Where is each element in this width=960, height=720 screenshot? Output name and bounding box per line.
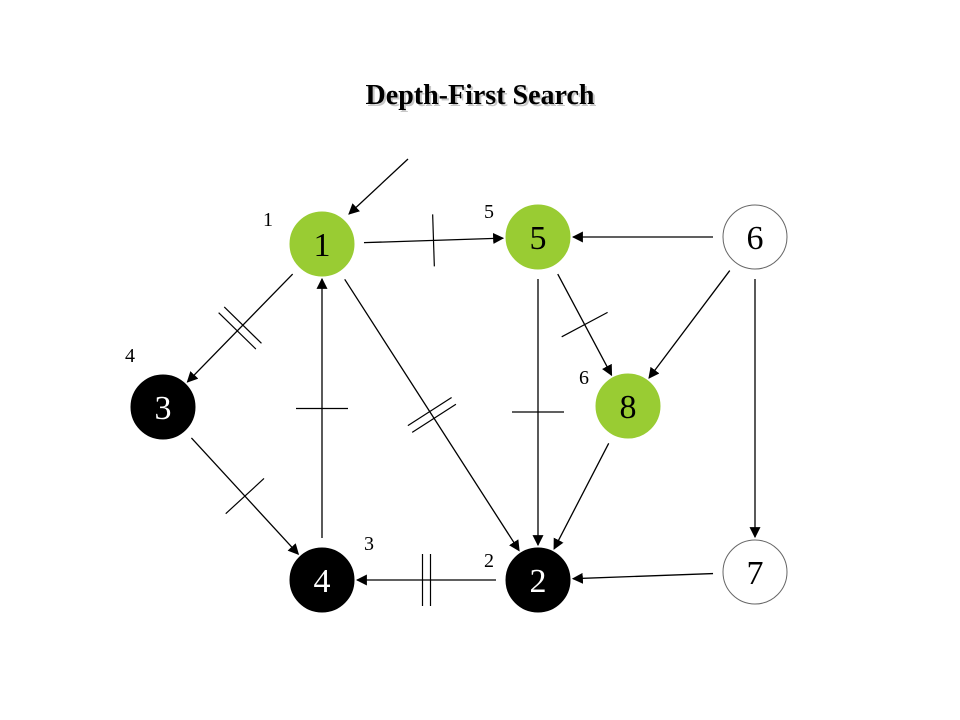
edge-6-8	[648, 270, 731, 379]
edge-7-2	[571, 572, 714, 584]
visit-order-label: 2	[484, 550, 494, 572]
node-circle	[505, 547, 571, 613]
edge-mark-1-2	[411, 403, 457, 433]
node-label: 4	[314, 563, 331, 600]
node-1: 1	[289, 211, 355, 277]
node-label: 2	[530, 563, 547, 600]
visit-order-label: 6	[579, 367, 589, 389]
page-title: Depth-First Search	[365, 80, 595, 111]
node-label: 1	[314, 227, 331, 264]
visit-order-label: 3	[364, 533, 374, 555]
node-3: 3	[130, 374, 196, 440]
tree-edge-marks	[218, 214, 608, 606]
edge-mark-1-3	[223, 306, 262, 344]
node-5: 5	[505, 204, 571, 270]
node-2: 2	[505, 547, 571, 613]
visit-order-labels: 1 2 3 4 5 6	[125, 201, 589, 572]
edge-mark-1-3	[218, 312, 257, 350]
node-7: 7	[722, 539, 788, 605]
node-circle	[505, 204, 571, 270]
visit-order-label: 5	[484, 201, 494, 223]
edge-mark-3-4	[225, 478, 265, 515]
edges-layer	[186, 158, 761, 586]
edge-1-2	[344, 278, 520, 552]
start-arrow	[348, 158, 409, 215]
node-4: 4	[289, 547, 355, 613]
node-circle	[722, 539, 788, 605]
node-label: 8	[620, 389, 637, 426]
node-circle	[289, 211, 355, 277]
node-8: 8	[595, 373, 661, 439]
visit-order-label: 1	[263, 209, 273, 231]
visit-order-label: 4	[125, 345, 135, 367]
edge-mark-1-5	[432, 214, 435, 267]
node-label: 6	[747, 220, 764, 257]
node-circle	[722, 204, 788, 270]
edge-1-3	[186, 273, 294, 383]
node-6: 6	[722, 204, 788, 270]
node-label: 3	[155, 390, 172, 427]
node-label: 5	[530, 220, 547, 257]
edge-8-2	[553, 443, 610, 550]
node-circle	[289, 547, 355, 613]
node-circle	[130, 374, 196, 440]
node-circle	[595, 373, 661, 439]
nodes-layer: 1 2 3 4 5 6 7 8	[130, 204, 788, 613]
node-label: 7	[747, 555, 764, 592]
edge-mark-5-8	[561, 311, 608, 338]
edge-mark-1-2	[407, 397, 452, 427]
